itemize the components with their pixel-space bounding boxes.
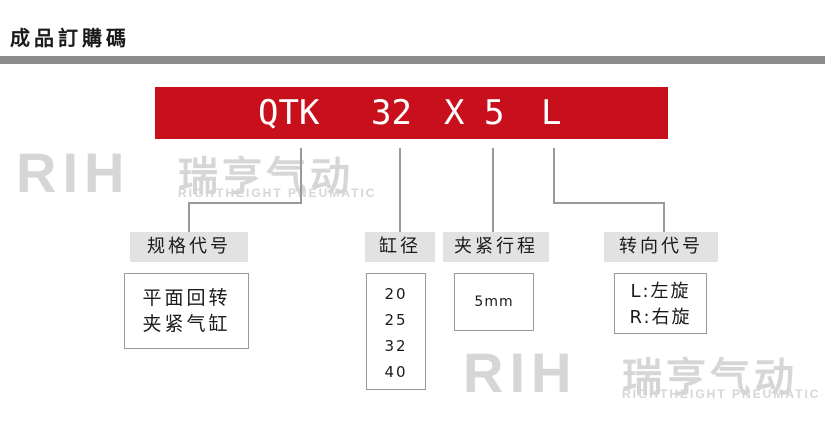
title-divider [0, 56, 825, 64]
stroke-value: 5mm [474, 294, 514, 310]
code-series: QTK [258, 93, 320, 133]
spec-value-2: 夹紧气缸 [142, 313, 231, 335]
bore-values-box: 20 25 32 40 [366, 273, 426, 390]
connector-stroke [492, 148, 494, 232]
connector-rotation-drop [663, 202, 665, 232]
watermark-brand-en-bottom: RIGHTHEIGHT PNEUMATIC [622, 387, 821, 401]
connector-rotation-vertical [553, 148, 555, 204]
label-bore: 缸径 [365, 232, 435, 262]
connector-rotation-horizontal [553, 202, 665, 204]
watermark-logo-bottom: RIH [463, 341, 578, 404]
connector-spec-drop [188, 202, 190, 232]
connector-spec-horizontal [188, 202, 302, 204]
connector-bore [399, 148, 401, 232]
watermark-brand-cn-bottom: 瑞亨气动 [622, 355, 798, 401]
code-stroke: 5 [484, 93, 505, 133]
bore-value-20: 20 [384, 285, 408, 303]
rotation-values-box: L:左旋 R:右旋 [614, 273, 707, 334]
page-title: 成品訂購碼 [10, 26, 130, 50]
code-separator: X [444, 93, 465, 133]
watermark-brand-cn-top: 瑞亨气动 [178, 154, 354, 200]
spec-values-box: 平面回转 夹紧气缸 [124, 273, 249, 349]
rotation-value-left: L:左旋 [630, 281, 691, 302]
spec-value-1: 平面回转 [142, 287, 231, 309]
connector-spec-vertical [300, 148, 302, 204]
bore-value-25: 25 [384, 311, 408, 329]
code-rotation: L [541, 93, 562, 133]
bore-value-32: 32 [384, 337, 408, 355]
stroke-values-box: 5mm [454, 273, 534, 331]
watermark-brand-en-top: RIGHTHEIGHT PNEUMATIC [178, 186, 377, 200]
bore-value-40: 40 [384, 363, 408, 381]
rotation-value-right: R:右旋 [629, 307, 692, 328]
model-code-box: QTK 32 X 5 L [155, 87, 668, 139]
label-stroke: 夹紧行程 [443, 232, 549, 262]
label-rotation: 转向代号 [604, 232, 718, 262]
label-spec: 规格代号 [130, 232, 248, 262]
watermark-logo-top: RIH [16, 141, 131, 204]
code-bore: 32 [371, 93, 412, 133]
